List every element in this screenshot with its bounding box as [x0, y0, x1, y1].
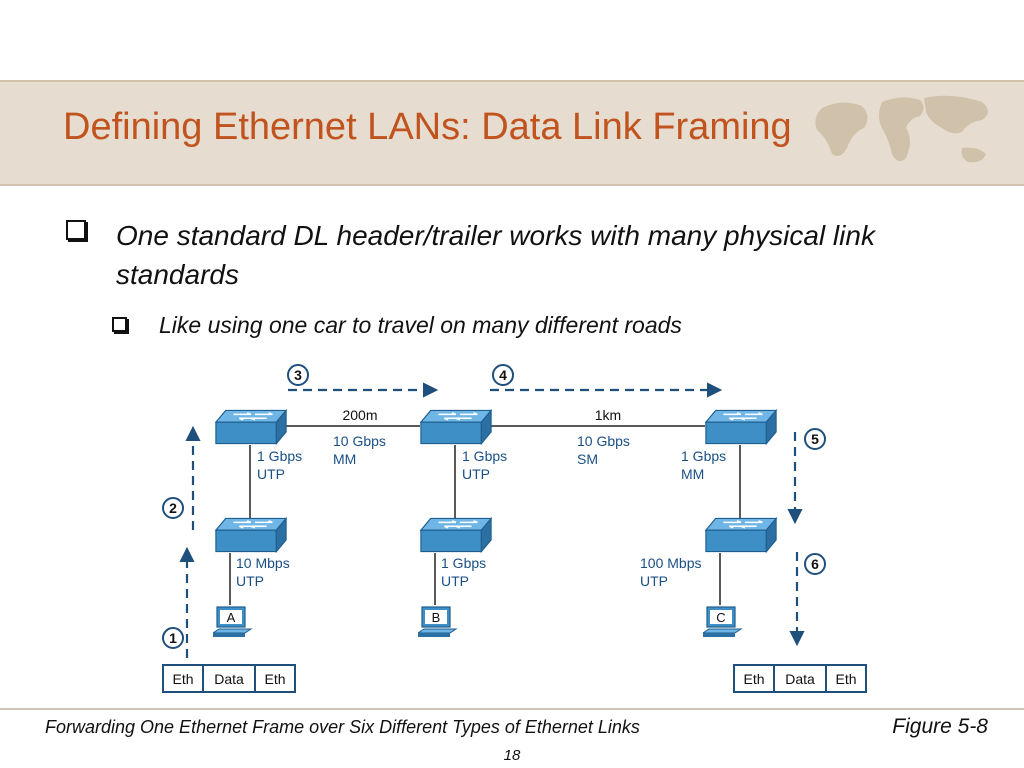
step-1-circle: [162, 627, 184, 649]
switch-bottom-mid: [420, 517, 492, 553]
link-distance-1km: 1km: [595, 407, 621, 423]
figure-number: Figure 5-8: [892, 715, 988, 738]
slide-title: Defining Ethernet LANs: Data Link Framin…: [63, 106, 792, 148]
switch-bottom-left: [215, 517, 287, 553]
link-speed-uplink-mid: 1 Gbps: [462, 448, 507, 464]
link-type-uplink-mid: UTP: [462, 466, 490, 482]
step-2-circle: [162, 497, 184, 519]
frame-left-header: Eth: [172, 671, 193, 687]
link-type-top-right: SM: [577, 451, 598, 467]
link-type-uplink-left: UTP: [257, 466, 285, 482]
link-type-uplink-right: MM: [681, 466, 704, 482]
step-2-label: 2: [169, 500, 177, 516]
link-type-access-mid: UTP: [441, 573, 469, 589]
link-type-access-right: UTP: [640, 573, 668, 589]
footer-divider: [0, 708, 1024, 710]
link-speed-uplink-right: 1 Gbps: [681, 448, 726, 464]
step-3-label: 3: [294, 367, 302, 383]
frame-right-header: Eth: [743, 671, 764, 687]
link-speed-access-mid: 1 Gbps: [441, 555, 486, 571]
title-band: [0, 80, 1024, 186]
host-a-label: A: [227, 610, 236, 625]
step-5-label: 5: [811, 431, 819, 447]
frame-right-data: Data: [785, 671, 815, 687]
switch-top-right: [705, 409, 777, 445]
step-3-circle: [287, 364, 309, 386]
step-1-label: 1: [169, 630, 177, 646]
host-b-label: B: [432, 610, 441, 625]
step-6-label: 6: [811, 556, 819, 572]
switch-top-left: [215, 409, 287, 445]
step-5-circle: [804, 428, 826, 450]
link-type-top-left: MM: [333, 451, 356, 467]
link-speed-access-left: 10 Mbps: [236, 555, 290, 571]
page-number: 18: [503, 747, 521, 764]
link-speed-top-right: 10 Gbps: [577, 433, 630, 449]
step-6-circle: [804, 553, 826, 575]
bullet-1-text: One standard DL header/trailer works wit…: [116, 220, 875, 290]
frame-left-trailer: Eth: [264, 671, 285, 687]
link-speed-top-left: 10 Gbps: [333, 433, 386, 449]
frame-left-data: Data: [214, 671, 244, 687]
link-speed-uplink-left: 1 Gbps: [257, 448, 302, 464]
host-c-label: C: [716, 610, 725, 625]
frame-right-trailer: Eth: [835, 671, 856, 687]
bullet-2-text: Like using one car to travel on many dif…: [159, 312, 682, 338]
switch-top-mid: [420, 409, 492, 445]
link-distance-200m: 200m: [342, 407, 377, 423]
frame-left: Eth Data Eth: [162, 664, 296, 693]
world-map-icon: [815, 95, 988, 163]
figure-caption: Forwarding One Ethernet Frame over Six D…: [45, 717, 640, 737]
link-speed-access-right: 100 Mbps: [640, 555, 701, 571]
bullet-box-icon: [112, 317, 127, 332]
link-type-access-left: UTP: [236, 573, 264, 589]
switch-bottom-right: [705, 517, 777, 553]
frame-right: Eth Data Eth: [733, 664, 867, 693]
step-4-label: 4: [499, 367, 507, 383]
step-4-circle: [492, 364, 514, 386]
bullet-box-icon: [66, 220, 86, 240]
